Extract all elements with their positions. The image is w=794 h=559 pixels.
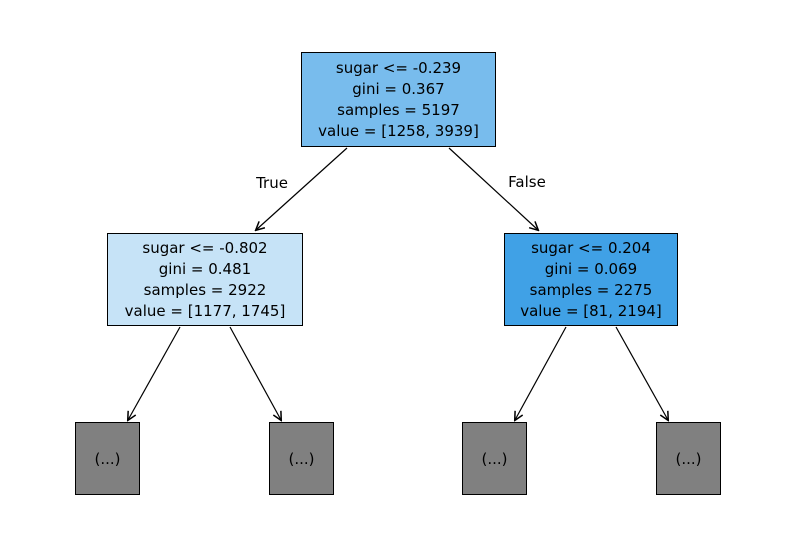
edge-right-to-leaf4: [615, 326, 668, 420]
node-value: value = [1177, 1745]: [124, 301, 286, 320]
tree-node-left: sugar <= -0.802 gini = 0.481 samples = 2…: [107, 233, 303, 326]
collapsed-leaf-node-4: (...): [656, 422, 721, 495]
edge-label-false: False: [508, 173, 546, 191]
collapsed-leaf-node-3: (...): [462, 422, 527, 495]
node-samples: samples = 2922: [143, 280, 267, 299]
edge-label-true: True: [256, 174, 288, 192]
edge-root-to-right: [448, 147, 538, 230]
node-split-rule: sugar <= -0.802: [142, 238, 268, 257]
node-samples: samples = 2275: [529, 280, 653, 299]
edge-root-to-left: [256, 147, 348, 230]
node-gini: gini = 0.481: [158, 259, 252, 278]
node-value: value = [81, 2194]: [520, 301, 662, 320]
node-value: value = [1258, 3939]: [318, 121, 479, 140]
node-gini: gini = 0.069: [544, 259, 638, 278]
leaf-ellipsis-label: (...): [94, 449, 121, 468]
edge-left-to-leaf1: [128, 326, 181, 420]
collapsed-leaf-node-2: (...): [269, 422, 334, 495]
node-gini: gini = 0.367: [352, 79, 445, 98]
collapsed-leaf-node-1: (...): [75, 422, 140, 495]
node-samples: samples = 5197: [337, 100, 460, 119]
leaf-ellipsis-label: (...): [481, 449, 508, 468]
edge-right-to-leaf3: [515, 326, 567, 420]
leaf-ellipsis-label: (...): [288, 449, 315, 468]
edge-left-to-leaf2: [229, 326, 281, 420]
node-split-rule: sugar <= 0.204: [531, 238, 651, 257]
leaf-ellipsis-label: (...): [675, 449, 702, 468]
node-split-rule: sugar <= -0.239: [335, 58, 462, 77]
tree-node-root: sugar <= -0.239 gini = 0.367 samples = 5…: [301, 52, 496, 147]
tree-node-right: sugar <= 0.204 gini = 0.069 samples = 22…: [504, 233, 678, 326]
